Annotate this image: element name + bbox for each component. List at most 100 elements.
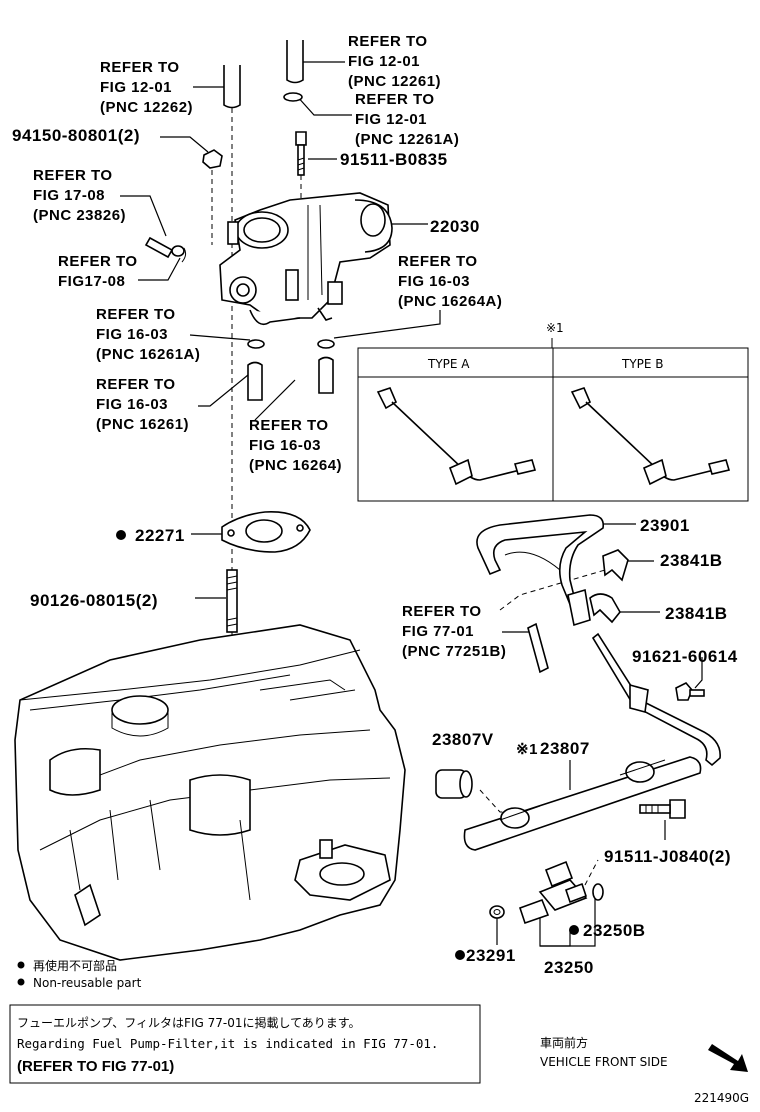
hose-16261 [247, 361, 263, 401]
bolt-91511-b0835 [295, 131, 307, 176]
part-number-23807v[interactable]: 23807V [432, 730, 494, 749]
pipe-23826 [144, 236, 187, 263]
note-ref: (REFER TO FIG 77-01) [17, 1058, 174, 1075]
injector-23250 [518, 860, 588, 925]
bolt-91511-j0840 [639, 799, 686, 819]
part-number-23250b[interactable]: 23250B [583, 921, 646, 940]
figure-id: 221490G [694, 1091, 749, 1105]
type-b-label: TYPE B [621, 357, 664, 371]
nut-94150 [202, 149, 223, 169]
ref-line: FIG 12-01 [100, 79, 172, 96]
o-ring-23250b [592, 883, 604, 901]
insulator-23291 [489, 905, 505, 919]
ref-label-77251b: REFER TO FIG 77-01 (PNC 77251B) [402, 603, 506, 660]
note-jp: フューエルポンプ、フィルタはFIG 77-01に掲載してあります。 [17, 1015, 361, 1030]
leader-lines [120, 61, 703, 947]
clamp-23841b-upper [602, 549, 629, 582]
clip-16261a [247, 339, 265, 349]
front-en: VEHICLE FRONT SIDE [540, 1055, 668, 1069]
hose-12262 [223, 65, 241, 109]
fuel-hose-23901 [476, 514, 605, 627]
cap-23807v [435, 769, 473, 799]
ref-line: REFER TO [355, 91, 435, 108]
ref-label-16261a: REFER TO FIG 16-03 (PNC 16261A) [96, 306, 200, 363]
note-en: Regarding Fuel Pump-Filter,it is indicat… [17, 1036, 438, 1051]
hose-12261 [286, 40, 304, 84]
ref-line: (PNC 12262) [100, 99, 193, 116]
ref-line: REFER TO [96, 376, 176, 393]
ref-line: REFER TO [100, 59, 180, 76]
ref-line: REFER TO [249, 417, 329, 434]
part-number-91511-j0840[interactable]: 91511-J0840(2) [604, 847, 731, 866]
non-reusable-marker [116, 530, 126, 540]
ref-line: FIG 16-03 [249, 437, 321, 454]
ref-line: FIG 16-03 [96, 326, 168, 343]
ref-line: FIG 16-03 [96, 396, 168, 413]
mark-23807: ※1 [516, 741, 538, 758]
ref-label-12261a: REFER TO FIG 12-01 (PNC 12261A) [355, 91, 459, 148]
ref-line: (PNC 12261A) [355, 131, 459, 148]
bolt-91621 [675, 682, 705, 701]
part-number-23807[interactable]: 23807 [540, 739, 590, 758]
ref-line: (PNC 23826) [33, 207, 126, 224]
ref-line: REFER TO [348, 33, 428, 50]
hose-77251b [527, 622, 549, 674]
ref-line: (PNC 12261) [348, 73, 441, 90]
note-box: フューエルポンプ、フィルタはFIG 77-01に掲載してあります。 Regard… [9, 1004, 481, 1084]
ref-line: FIG17-08 [58, 273, 125, 290]
ref-line: REFER TO [33, 167, 113, 184]
ref-label-16261: REFER TO FIG 16-03 (PNC 16261) [96, 376, 189, 433]
type-b-pipe [570, 387, 731, 486]
ref-line: REFER TO [58, 253, 138, 270]
type-box-mark: ※1 [546, 321, 564, 335]
ref-line: REFER TO [398, 253, 478, 270]
ref-label-23826: REFER TO FIG 17-08 (PNC 23826) [33, 167, 126, 224]
part-number-22271[interactable]: 22271 [135, 526, 185, 545]
clip-16264a [317, 339, 335, 349]
ref-line: (PNC 16264A) [398, 293, 502, 310]
hose-16264 [318, 356, 334, 394]
ref-line: REFER TO [96, 306, 176, 323]
ref-line: FIG 17-08 [33, 187, 105, 204]
non-reusable-marker [455, 950, 465, 960]
non-reusable-marker [569, 925, 579, 935]
clip-12261a [283, 92, 303, 102]
legend: 再使用不可部品 Non-reusable part [17, 958, 142, 990]
type-variants-box: ※1 TYPE A TYPE B [357, 321, 749, 502]
ref-line: FIG 12-01 [355, 111, 427, 128]
part-number-22030[interactable]: 22030 [430, 217, 480, 236]
clamp-23841b-lower [589, 593, 621, 624]
ref-line: (PNC 16264) [249, 457, 342, 474]
ref-label-16264: REFER TO FIG 16-03 (PNC 16264) [249, 417, 342, 474]
ref-label-17-08: REFER TO FIG17-08 [58, 253, 138, 290]
ref-line: FIG 77-01 [402, 623, 474, 640]
vehicle-front-indicator: 車両前方 VEHICLE FRONT SIDE [540, 1035, 748, 1072]
part-number-23901[interactable]: 23901 [640, 516, 690, 535]
part-number-94150[interactable]: 94150-80801(2) [12, 126, 140, 145]
ref-label-12261: REFER TO FIG 12-01 (PNC 12261) [348, 33, 441, 90]
ref-line: (PNC 16261) [96, 416, 189, 433]
part-number-91511-b0835[interactable]: 91511-B0835 [340, 150, 448, 169]
ref-line: FIG 16-03 [398, 273, 470, 290]
type-a-label: TYPE A [427, 357, 470, 371]
front-jp: 車両前方 [540, 1035, 588, 1050]
ref-line: REFER TO [402, 603, 482, 620]
throttle-body-22030 [219, 192, 393, 326]
part-number-23841b-lower[interactable]: 23841B [665, 604, 728, 623]
part-number-90126[interactable]: 90126-08015(2) [30, 591, 158, 610]
stud-90126 [226, 569, 238, 633]
ref-line: FIG 12-01 [348, 53, 420, 70]
delivery-pipe-23807 [463, 756, 702, 851]
ref-label-16264a: REFER TO FIG 16-03 (PNC 16264A) [398, 253, 502, 310]
part-number-23250[interactable]: 23250 [544, 958, 594, 977]
fuel-line [591, 632, 721, 767]
front-arrow-icon [708, 1044, 748, 1072]
part-number-91621[interactable]: 91621-60614 [632, 647, 738, 666]
part-number-23841b-upper[interactable]: 23841B [660, 551, 723, 570]
part-number-23291[interactable]: 23291 [466, 946, 516, 965]
engine-block [14, 624, 406, 961]
ref-label-12262: REFER TO FIG 12-01 (PNC 12262) [100, 59, 193, 116]
legend-en: Non-reusable part [33, 976, 142, 990]
